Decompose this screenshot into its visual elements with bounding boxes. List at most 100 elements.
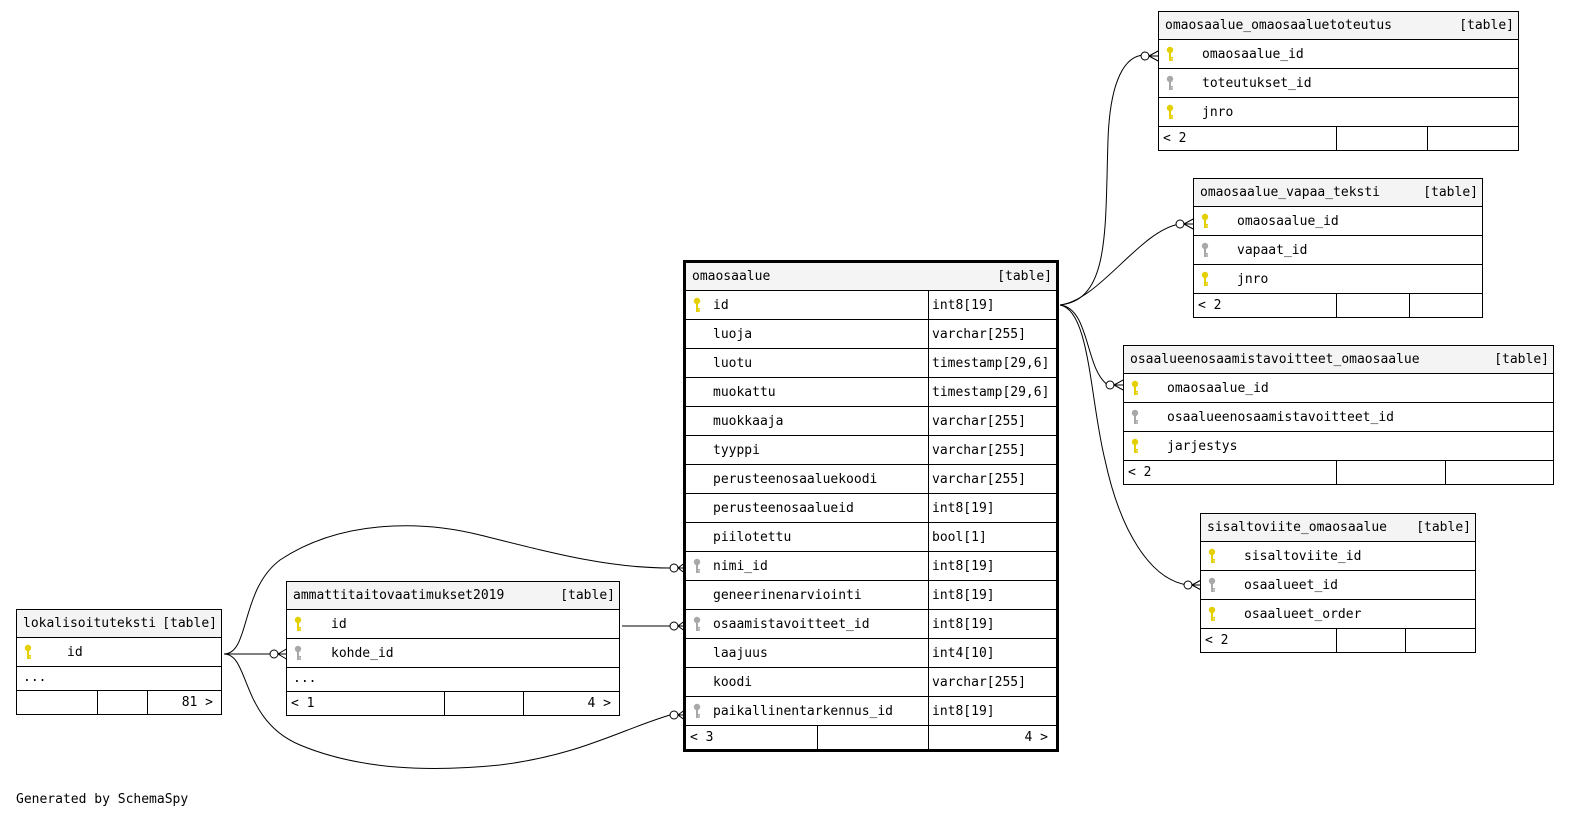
column-row[interactable]: omaosaalue_id xyxy=(1194,207,1482,236)
column-name: tyyppi xyxy=(713,443,760,458)
column-row[interactable]: koodi varchar[255] xyxy=(686,668,1056,697)
edge-end-circle xyxy=(1183,580,1193,590)
edge-end-circle xyxy=(1175,219,1185,229)
children-count[interactable]: 4 > xyxy=(1024,730,1048,745)
foreign-key-icon xyxy=(692,558,704,574)
table-name[interactable]: lokalisoituteksti xyxy=(23,616,157,631)
parents-count[interactable]: < 3 xyxy=(690,730,714,745)
column-type: varchar[255] xyxy=(932,675,1026,690)
column-row[interactable]: omaosaalue_id xyxy=(1159,40,1518,69)
parents-count[interactable]: < 1 xyxy=(291,696,315,711)
children-count[interactable]: 81 > xyxy=(181,695,213,710)
primary-key-icon xyxy=(1207,548,1219,564)
column-name: sisaltoviite_id xyxy=(1244,549,1362,564)
table-header: osaalueenosaamistavoitteet_omaosaalue [t… xyxy=(1124,346,1553,374)
table-name[interactable]: omaosaalue_vapaa_teksti xyxy=(1200,185,1381,200)
table-lokalisoituteksti[interactable]: lokalisoituteksti [table] id ... 81 > xyxy=(16,609,222,715)
table-tag: [table] xyxy=(1494,352,1549,367)
parents-count[interactable]: < 2 xyxy=(1198,298,1222,313)
parents-count[interactable]: < 2 xyxy=(1163,131,1187,146)
primary-key-icon xyxy=(1165,46,1177,62)
column-row[interactable]: kohde_id xyxy=(287,639,619,668)
column-name: nimi_id xyxy=(713,559,768,574)
column-name: luoja xyxy=(713,327,753,342)
edge-end-circle xyxy=(669,621,679,631)
edge-end-circle xyxy=(269,649,279,659)
column-name: perusteenosaaluekoodi xyxy=(713,472,878,487)
table-footer: < 2 xyxy=(1194,294,1482,317)
column-row[interactable]: jnro xyxy=(1194,265,1482,294)
table-footer: < 2 xyxy=(1124,461,1553,484)
primary-key-icon xyxy=(23,644,35,660)
column-row[interactable]: id xyxy=(287,610,619,639)
table-name[interactable]: sisaltoviite_omaosaalue xyxy=(1207,520,1388,535)
primary-key-icon xyxy=(1130,380,1142,396)
table-header: lokalisoituteksti [table] xyxy=(17,610,221,638)
table-tag: [table] xyxy=(1459,18,1514,33)
column-row[interactable]: sisaltoviite_id xyxy=(1201,542,1475,571)
column-row[interactable]: jnro xyxy=(1159,98,1518,127)
column-row[interactable]: osaalueet_order xyxy=(1201,600,1475,629)
parents-count[interactable]: < 2 xyxy=(1205,633,1229,648)
column-row[interactable]: id int8[19] xyxy=(686,291,1056,320)
table-tag: [table] xyxy=(997,269,1052,284)
column-type: int8[19] xyxy=(932,501,995,516)
column-name: id xyxy=(67,645,83,660)
column-name: perusteenosaalueid xyxy=(713,501,854,516)
table-sisaltoviite-omaosaalue[interactable]: sisaltoviite_omaosaalue [table] sisaltov… xyxy=(1200,513,1476,653)
column-name: muokattu xyxy=(713,385,776,400)
column-type: int8[19] xyxy=(932,298,995,313)
column-row[interactable]: muokattu timestamp[29,6] xyxy=(686,378,1056,407)
column-name: omaosaalue_id xyxy=(1202,47,1304,62)
table-omaosaalue-vapaa-teksti[interactable]: omaosaalue_vapaa_teksti [table] omaosaal… xyxy=(1193,178,1483,318)
table-footer: < 1 4 > xyxy=(287,692,619,715)
column-row[interactable]: tyyppi varchar[255] xyxy=(686,436,1056,465)
column-name: id xyxy=(713,298,729,313)
table-footer: < 2 xyxy=(1159,127,1518,150)
column-row[interactable]: perusteenosaalueid int8[19] xyxy=(686,494,1056,523)
column-name: id xyxy=(331,617,347,632)
foreign-key-icon xyxy=(293,645,305,661)
column-row[interactable]: vapaat_id xyxy=(1194,236,1482,265)
parents-count[interactable]: < 2 xyxy=(1128,465,1152,480)
table-name[interactable]: omaosaalue xyxy=(692,269,771,284)
edge-end-circle xyxy=(669,710,679,720)
primary-key-icon xyxy=(1165,104,1177,120)
table-name[interactable]: osaalueenosaamistavoitteet_omaosaalue xyxy=(1130,352,1420,367)
column-row[interactable]: jarjestys xyxy=(1124,432,1553,461)
column-row[interactable]: omaosaalue_id xyxy=(1124,374,1553,403)
column-row[interactable]: muokkaaja varchar[255] xyxy=(686,407,1056,436)
table-name[interactable]: ammattitaitovaatimukset2019 xyxy=(293,588,505,603)
children-count[interactable]: 4 > xyxy=(587,696,611,711)
column-type: timestamp[29,6] xyxy=(932,385,1050,400)
column-name: koodi xyxy=(713,675,753,690)
table-omaosaalue-omaosaaluetoteutus[interactable]: omaosaalue_omaosaaluetoteutus [table] om… xyxy=(1158,11,1519,151)
column-type: varchar[255] xyxy=(932,414,1026,429)
column-row[interactable]: osaalueenosaamistavoitteet_id xyxy=(1124,403,1553,432)
table-osaalueenosaamistavoitteet-omaosaalue[interactable]: osaalueenosaamistavoitteet_omaosaalue [t… xyxy=(1123,345,1554,485)
column-row[interactable]: toteutukset_id xyxy=(1159,69,1518,98)
column-row[interactable]: id xyxy=(17,638,221,667)
table-name[interactable]: omaosaalue_omaosaaluetoteutus xyxy=(1165,18,1392,33)
column-type: varchar[255] xyxy=(932,443,1026,458)
foreign-key-icon xyxy=(1130,409,1142,425)
edge-end-circle xyxy=(1140,51,1150,61)
table-tag: [table] xyxy=(1423,185,1478,200)
column-name: muokkaaja xyxy=(713,414,784,429)
column-type: timestamp[29,6] xyxy=(932,356,1050,371)
table-header: sisaltoviite_omaosaalue [table] xyxy=(1201,514,1475,542)
column-type: int8[19] xyxy=(932,588,995,603)
column-name: osaalueet_id xyxy=(1244,578,1338,593)
column-row[interactable]: osaalueet_id xyxy=(1201,571,1475,600)
